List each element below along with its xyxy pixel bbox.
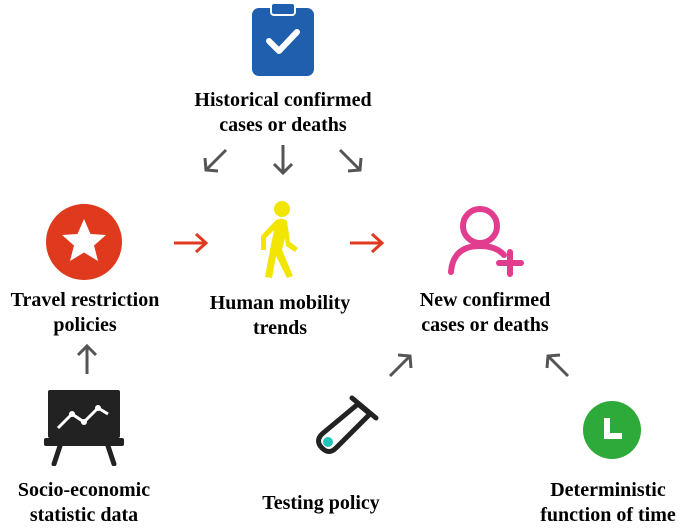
arrow-deterministic-to-newcases <box>545 353 570 378</box>
arrow-historical-to-newcases <box>338 148 363 173</box>
newcases-label-line1: New confirmed <box>419 289 551 311</box>
new-cases-label: New confirmed cases or deaths <box>385 288 585 338</box>
testing-policy-label: Testing policy <box>240 491 402 516</box>
arrow-testing-to-newcases <box>388 353 413 378</box>
socio-label-line1: Socio-economic <box>17 479 151 501</box>
socio-economic-label: Socio-economic statistic data <box>0 478 168 528</box>
add-user-icon <box>448 206 524 277</box>
star-badge-icon <box>46 204 122 280</box>
historical-label-line1: Historical confirmed <box>194 89 372 111</box>
arrow-travel-to-mobility <box>174 232 209 254</box>
walking-person-icon <box>261 201 298 278</box>
newcases-label-line2: cases or deaths <box>421 314 549 336</box>
clipboard-check-icon <box>252 2 314 76</box>
travel-restriction-label: Travel restriction policies <box>0 288 170 338</box>
human-mobility-label: Human mobility trends <box>190 291 370 341</box>
travel-label-line1: Travel restriction <box>10 289 160 311</box>
mobility-label-line1: Human mobility <box>209 292 351 314</box>
historical-label-line2: cases or deaths <box>219 114 347 136</box>
arrow-socio-to-travel <box>76 343 98 374</box>
presentation-chart-icon <box>44 390 124 466</box>
socio-label-line2: statistic data <box>29 504 139 526</box>
deterministic-label-line1: Deterministic <box>550 479 666 501</box>
deterministic-label: Deterministic function of time <box>528 478 688 528</box>
arrow-historical-to-travel <box>203 148 228 173</box>
mobility-label-line2: trends <box>252 317 308 339</box>
test-tube-icon <box>316 395 379 454</box>
arrow-mobility-to-newcases <box>350 232 385 254</box>
travel-label-line2: policies <box>53 314 117 336</box>
clock-icon <box>583 401 641 459</box>
arrow-historical-to-mobility <box>272 145 294 176</box>
historical-cases-label: Historical confirmed cases or deaths <box>178 88 388 138</box>
deterministic-label-line2: function of time <box>540 504 676 526</box>
testing-label-line1: Testing policy <box>262 492 380 514</box>
